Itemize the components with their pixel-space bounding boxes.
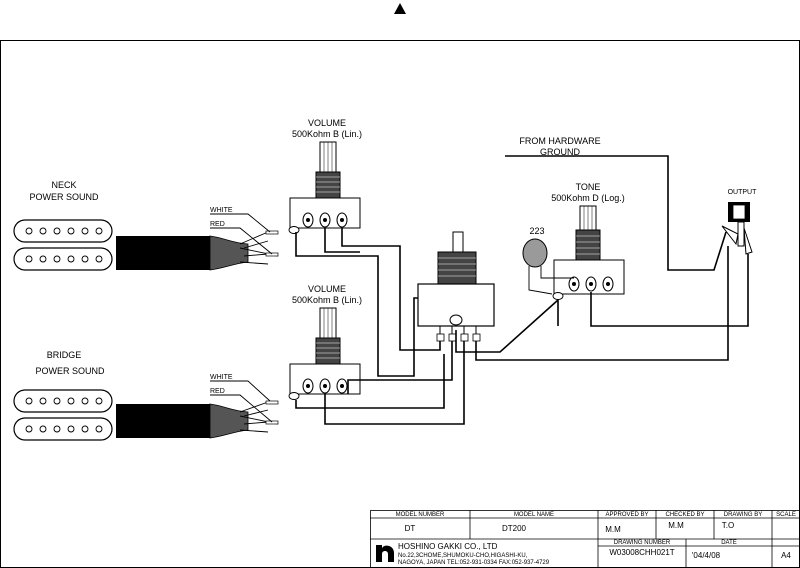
capacitor-label: 223 <box>529 226 544 236</box>
tone-pot <box>552 205 625 300</box>
checked-by-value: M.M <box>668 521 684 530</box>
neck-humbucker-pickup <box>13 219 113 271</box>
company-name: HOSHINO GAKKI CO., LTD <box>398 542 498 551</box>
neck-white-wire-label: WHITE <box>210 207 233 214</box>
up-arrow-icon <box>394 3 406 14</box>
neck-pickup-sublabel: POWER SOUND <box>29 192 99 202</box>
tone-value: 500Kohm D (Log.) <box>551 193 625 203</box>
neck-red-wire-label: RED <box>210 221 225 228</box>
model-number-value: DT <box>405 524 416 533</box>
wiring-paths <box>295 155 749 425</box>
paper-size-value: A4 <box>781 551 791 560</box>
hardware-ground-sublabel: GROUND <box>540 147 580 157</box>
scale-header: SCALE <box>776 512 796 518</box>
date-header: DATE <box>721 540 737 546</box>
bridge-red-wire-label: RED <box>210 388 225 395</box>
neck-volume-value: 500Kohm B (Lin.) <box>292 129 362 139</box>
output-label: OUTPUT <box>728 189 758 196</box>
checked-by-header: CHECKED BY <box>665 512 704 518</box>
toggle-switch <box>417 231 495 342</box>
bridge-volume-label: VOLUME <box>308 284 346 294</box>
neck-volume-label: VOLUME <box>308 118 346 128</box>
model-name-header: MODEL NAME <box>514 512 554 518</box>
output-jack <box>721 202 753 255</box>
bridge-white-wire-label: WHITE <box>210 374 233 381</box>
bridge-volume-pot <box>288 307 361 400</box>
drawing-by-header: DRAWING BY <box>724 512 762 518</box>
neck-volume-pot <box>288 141 361 234</box>
company-address-2: NAGOYA, JAPAN TEL:052-931-0334 FAX:052-9… <box>398 560 550 566</box>
hardware-ground-label: FROM HARDWARE <box>519 136 600 146</box>
bridge-volume-value: 500Kohm B (Lin.) <box>292 295 362 305</box>
date-value: '04/4/08 <box>692 551 721 560</box>
drawing-number-header: DRAWING NUMBER <box>614 540 671 546</box>
neck-pickup-cable <box>116 236 210 270</box>
approved-by-header: APPROVED BY <box>605 512 648 518</box>
neck-pickup-label: NECK <box>51 180 76 190</box>
model-number-header: MODEL NUMBER <box>396 512 445 518</box>
tone-label: TONE <box>576 182 601 192</box>
company-address-1: No.22,3CHOME,SHUMOKU-CHO,HIGASHI-KU, <box>398 553 528 559</box>
drawing-by-value: T.O <box>722 521 734 530</box>
bridge-humbucker-pickup <box>13 389 113 441</box>
company-logo <box>376 545 394 562</box>
drawing-number-value: W03008CHH021T <box>609 548 674 557</box>
capacitor <box>522 238 574 295</box>
model-name-value: DT200 <box>502 524 527 533</box>
bridge-pickup-sublabel: POWER SOUND <box>35 366 105 376</box>
bridge-pickup-cable <box>116 404 210 438</box>
bridge-pickup-label: BRIDGE <box>47 350 82 360</box>
approved-by-value: M.M <box>605 525 621 534</box>
